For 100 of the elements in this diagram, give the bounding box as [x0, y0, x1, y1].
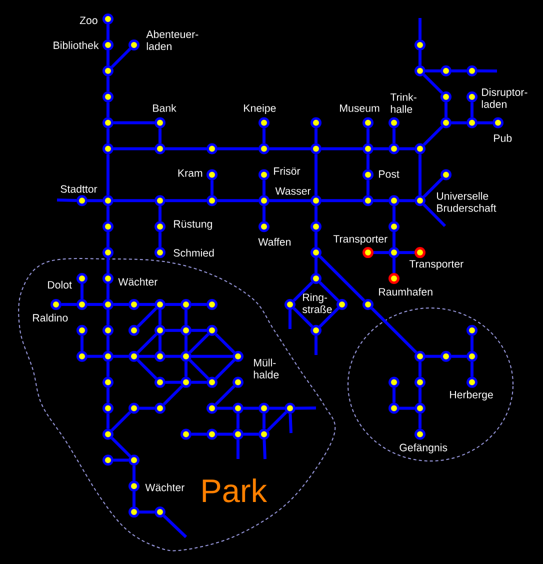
station-dot	[414, 143, 426, 154]
connector-line	[470, 362, 474, 377]
station-dot	[362, 117, 374, 128]
connector-line	[400, 199, 414, 202]
connector-line	[184, 362, 188, 377]
connector-line	[110, 437, 132, 458]
connector-line	[314, 128, 318, 144]
station-dot	[102, 143, 114, 154]
station-dot	[102, 454, 114, 466]
connector-line	[470, 102, 474, 118]
station-dot	[414, 350, 426, 362]
station-dot	[362, 143, 374, 154]
station-dot	[440, 350, 452, 362]
connector-line	[452, 121, 466, 124]
connector-line	[184, 310, 188, 325]
connector-line	[140, 302, 154, 306]
connector-line	[192, 432, 206, 436]
connector-line	[106, 102, 110, 118]
station-dot	[310, 143, 322, 154]
connector-line	[270, 199, 310, 202]
connector-line	[426, 354, 440, 358]
connector-line	[106, 310, 110, 325]
station-dot	[388, 143, 400, 154]
station-dot	[102, 39, 114, 50]
station-dot	[206, 169, 218, 180]
station-dot	[50, 298, 62, 310]
connector-line	[214, 385, 236, 406]
station-dot	[310, 273, 322, 284]
connector-line	[478, 121, 492, 124]
connector-line	[214, 333, 236, 354]
station-dot	[206, 195, 218, 206]
station-dot	[154, 298, 166, 310]
connector-line	[374, 147, 388, 150]
station-dot	[154, 195, 166, 206]
connector-line	[166, 147, 206, 150]
connector-line	[166, 328, 180, 332]
station-dot	[414, 376, 426, 388]
station-dot	[180, 350, 192, 362]
station-dot	[154, 376, 166, 388]
connector-line	[110, 48, 132, 68]
connector-line	[106, 128, 110, 144]
station-dot	[440, 91, 452, 102]
connector-line	[452, 354, 466, 358]
connector-line	[56, 198, 77, 202]
connector-line	[422, 178, 444, 198]
station-dot	[102, 376, 114, 388]
station-dot	[388, 247, 400, 258]
station-dot	[102, 65, 114, 76]
connector-line	[295, 406, 316, 410]
connector-line	[158, 128, 162, 144]
connector-line	[162, 514, 188, 538]
station-dot	[466, 324, 478, 336]
connector-line	[158, 310, 162, 325]
connector-line	[314, 232, 318, 248]
station-dot	[388, 221, 400, 232]
station-label: Bibliothek	[54, 41, 99, 50]
station-dot	[154, 506, 166, 518]
connector-line	[322, 199, 362, 202]
dashed-region	[348, 308, 514, 462]
connector-line	[314, 258, 318, 273]
connector-line	[114, 458, 128, 462]
station-label: Waffen	[258, 238, 291, 246]
connector-line	[158, 336, 162, 351]
connector-line	[426, 69, 440, 72]
station-dot	[310, 117, 322, 128]
connector-line	[374, 251, 388, 254]
connector-line	[106, 232, 110, 248]
station-dot	[388, 195, 400, 206]
connector-line	[192, 302, 206, 306]
station-dot	[76, 324, 88, 336]
connector-line	[106, 50, 110, 66]
station-dot	[76, 195, 88, 206]
connector-line	[288, 414, 292, 434]
connector-line	[218, 147, 258, 150]
connector-line	[188, 359, 210, 380]
station-dot	[232, 376, 244, 388]
connector-line	[422, 204, 446, 228]
station-label: Disruptor- laden	[482, 88, 528, 108]
connector-line	[158, 232, 162, 248]
station-dot	[102, 91, 114, 102]
station-label: Trink- halle	[390, 93, 416, 113]
station-label: Dolot	[48, 280, 72, 289]
station-dot	[128, 350, 140, 362]
connector-line	[370, 307, 418, 354]
station-dot	[102, 14, 114, 24]
station-dot	[466, 117, 478, 128]
connector-line	[62, 302, 76, 306]
connector-line	[314, 154, 318, 196]
station-dot	[258, 402, 270, 414]
connector-line	[106, 24, 110, 40]
connector-line	[106, 336, 110, 351]
station-dot	[362, 247, 374, 258]
connector-line	[88, 354, 102, 358]
station-dot	[206, 402, 218, 414]
station-dot	[232, 402, 244, 414]
station-label: Rüstung	[174, 220, 212, 230]
station-dot	[310, 324, 322, 336]
connector-line	[318, 281, 340, 302]
station-dot	[232, 428, 244, 440]
station-dot	[128, 480, 140, 492]
